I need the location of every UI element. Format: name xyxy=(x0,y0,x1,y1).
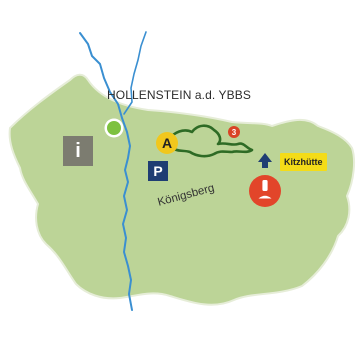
river-tributary xyxy=(123,31,147,115)
hiking-trail xyxy=(166,124,254,158)
info-icon: i xyxy=(63,136,93,166)
parking-icon: P xyxy=(148,161,168,181)
start-marker-icon: A xyxy=(156,132,178,154)
town-dot-icon xyxy=(104,118,124,138)
stage-number-badge: 3 xyxy=(228,126,240,138)
hut-label: Kitzhütte xyxy=(280,153,327,171)
summit-warning-icon xyxy=(249,175,281,207)
river xyxy=(79,32,133,311)
land-area xyxy=(8,73,356,306)
arrow-up-icon xyxy=(258,153,272,168)
town-label: HOLLENSTEIN a.d. YBBS xyxy=(107,88,251,102)
